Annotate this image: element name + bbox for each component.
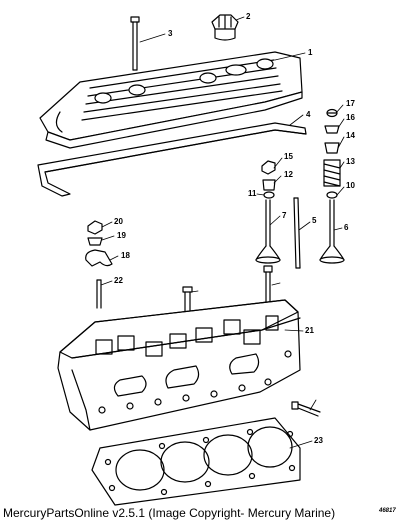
valve-spring: [323, 159, 341, 187]
callout-6: 6: [344, 223, 349, 232]
callout-19: 22: [114, 276, 123, 285]
callout-16: 19: [117, 231, 126, 240]
callout-15: 18: [121, 251, 130, 260]
callout-11: 14: [346, 131, 355, 140]
callout-8-right: 10: [346, 181, 355, 190]
callout-8-center: 11: [248, 189, 257, 198]
oil-filler-cap: [211, 14, 239, 41]
cover-bolt: [130, 16, 140, 71]
cover-gasket: [37, 122, 307, 197]
callout-14: 17: [346, 99, 355, 108]
intake-valve: [255, 199, 281, 264]
callout-18: 21: [305, 326, 314, 335]
callout-10: 13: [346, 157, 355, 166]
cylinder-head: [57, 299, 301, 431]
valve-seal-center: [263, 191, 275, 199]
head-gasket: [91, 417, 301, 506]
rocker-nut-left: [87, 220, 103, 246]
callout-2: 2: [246, 12, 251, 21]
image-caption: MercuryPartsOnline v2.5.1 (Image Copyrig…: [3, 506, 336, 520]
callout-1: 1: [308, 48, 313, 57]
leader-lines: [100, 16, 345, 449]
callout-numbers: 2 3 1 17 4 16 14 15 13 12 10 11 7 5 20 6…: [114, 12, 396, 514]
rocker-arm-stud: [96, 279, 102, 309]
reference-number: 46817: [378, 508, 396, 514]
callout-13: 16: [346, 113, 355, 122]
valve-seal-right: [326, 191, 338, 199]
callout-17: 20: [114, 217, 123, 226]
pushrod: [293, 197, 301, 269]
head-side-bolt: [291, 401, 321, 417]
rocker-ball-nut: [324, 108, 340, 134]
rocker-nut: [261, 160, 276, 175]
valve-cover: [39, 51, 303, 149]
callout-3: 3: [168, 29, 173, 38]
spring-cap: [324, 142, 340, 154]
rocker-arm: [85, 249, 113, 267]
exhaust-valve: [319, 199, 345, 264]
callout-20: 23: [314, 436, 323, 445]
callout-7: 7: [282, 211, 287, 220]
rocker-stud: [263, 265, 273, 303]
callout-5: 5: [312, 216, 317, 225]
spring-cup: [262, 179, 276, 191]
callout-12: 15: [284, 152, 293, 161]
callout-4: 4: [306, 110, 311, 119]
callout-9: 12: [284, 170, 293, 179]
